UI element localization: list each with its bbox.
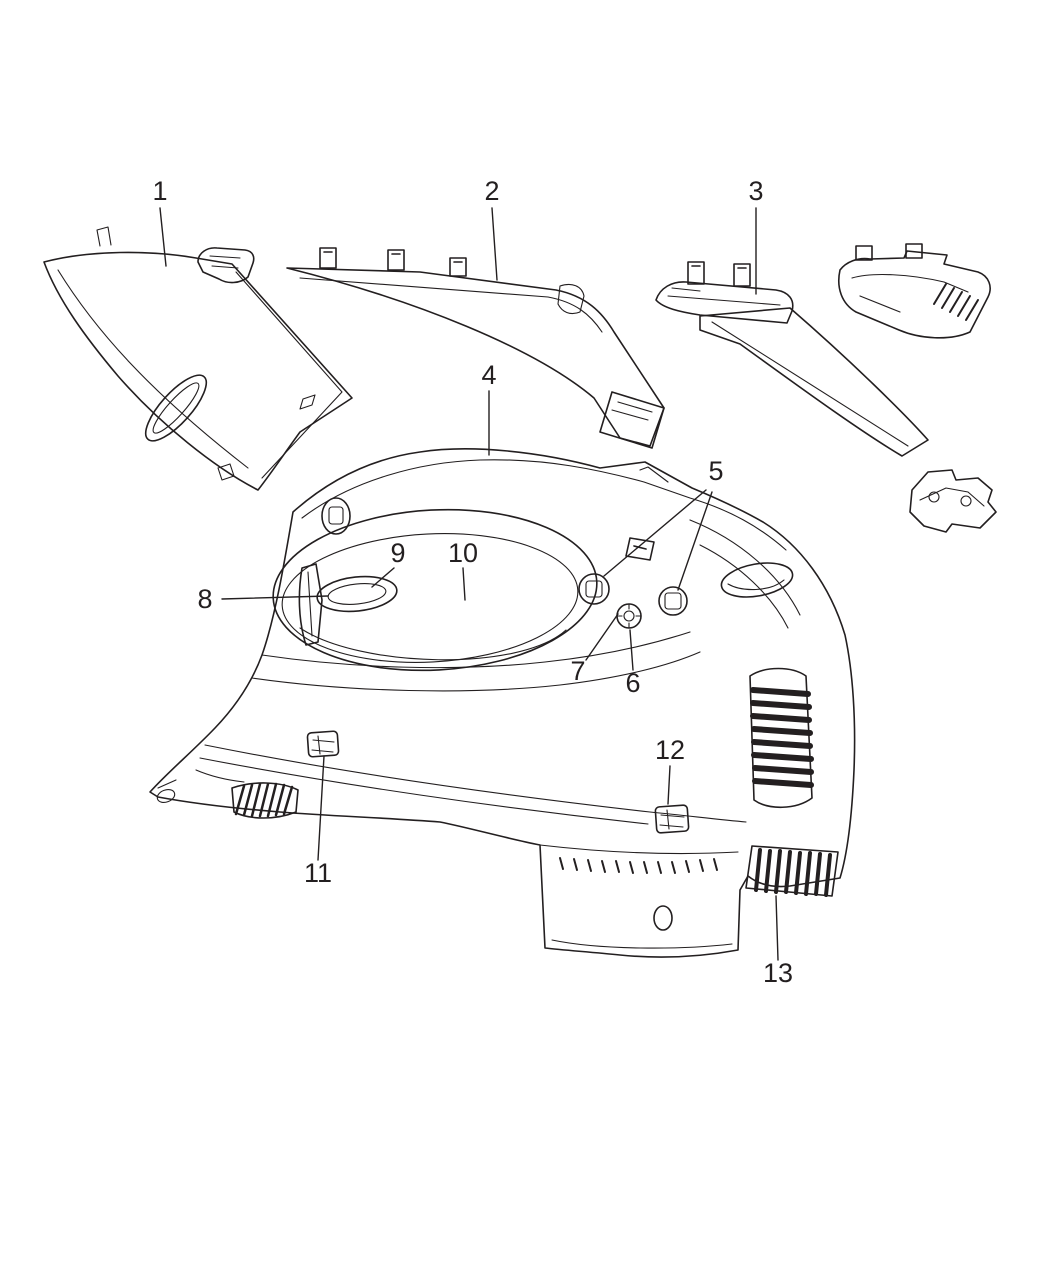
part-3-blade: [699, 307, 929, 457]
part-8-retainer-hook: [298, 563, 323, 646]
part-2-outline: [286, 267, 665, 447]
part-4-body-contours: [199, 631, 747, 855]
part-1-inner-edge: [57, 269, 249, 469]
callout-11-label: 11: [304, 858, 332, 888]
callout-4: 4: [481, 360, 497, 456]
callout-6-leader: [629, 629, 634, 671]
part-5-grommet-left: [578, 573, 610, 605]
callout-5: 5: [603, 456, 724, 591]
part-4-upper-clip: [321, 497, 351, 535]
small-bracket-detail: [919, 487, 985, 507]
part-1-bracket-slot: [209, 255, 241, 269]
part-1-fold-line: [235, 271, 343, 479]
part-2-pillar-trim-panel: [286, 247, 665, 449]
part-4-left-tip: [156, 769, 245, 803]
callout-3: 3: [748, 176, 764, 295]
part-1-top-tab: [96, 226, 112, 247]
part-4-lower-left-vent: [231, 782, 299, 819]
callout-1: 1: [152, 176, 168, 267]
part-3-clip-a: [687, 261, 705, 285]
callout-9: 9: [371, 538, 406, 588]
part-4-pocket-handle: [689, 519, 801, 629]
part-4-lower-flap: [551, 857, 733, 949]
small-mounting-bracket: [909, 469, 997, 533]
part-1-pillar-trim-panel: [43, 226, 353, 491]
callout-1-leader: [159, 207, 167, 267]
part-3-clip-b: [733, 263, 751, 287]
callout-8-label: 8: [197, 584, 212, 614]
part-4-quarter-trim-panel: [149, 448, 856, 958]
part-2-foot-detail: [611, 401, 653, 421]
part-3-blade-inner: [711, 321, 909, 447]
callout-11-leader: [317, 755, 325, 861]
part-2-tab: [557, 283, 585, 315]
bracket-clip-a: [855, 245, 873, 261]
part-2-clip-c: [449, 257, 467, 277]
part-4-top-inner-edge: [301, 459, 787, 551]
callout-13-leader: [775, 895, 779, 961]
small-bracket-outline: [909, 469, 997, 533]
part-4-outline: [149, 448, 856, 958]
part-11-retainer-clip: [306, 730, 340, 758]
callout-2-leader: [491, 207, 498, 281]
callout-3-label: 3: [748, 176, 763, 206]
part-12-retainer-clip: [654, 804, 690, 834]
callout-8-leader: [221, 595, 329, 600]
small-bracket-hole-a: [928, 491, 940, 503]
callouts: 1 2 3 4 5 6 7 8: [152, 176, 793, 988]
callout-13: 13: [763, 895, 793, 988]
part-6-screw-grommet: [616, 603, 642, 629]
part-9-bezel-oval: [316, 575, 398, 613]
part-2-inner-edge: [299, 277, 603, 333]
callout-12: 12: [655, 735, 685, 805]
callout-5-leader-b: [677, 491, 713, 591]
part-1-bracket: [197, 247, 255, 284]
part-1-lower-clip: [217, 394, 316, 481]
callout-7-leader: [585, 613, 619, 661]
callout-9-label: 9: [390, 538, 405, 568]
callout-12-leader: [667, 765, 671, 805]
callout-5-label: 5: [708, 456, 723, 486]
part-13-vent-strip: [745, 845, 839, 897]
callout-1-label: 1: [152, 176, 167, 206]
part-2-clip-a: [319, 247, 337, 269]
bracket-hatch: [933, 283, 979, 321]
part-8-retainer-detail: [307, 571, 313, 637]
part-5-clip-upper: [625, 537, 655, 561]
callout-11: 11: [304, 755, 332, 888]
part-5-grommet-right: [658, 586, 688, 616]
small-bracket-hole-b: [960, 495, 972, 507]
bracket-inner: [851, 273, 969, 313]
part-1-outline: [43, 251, 353, 491]
callout-12-label: 12: [655, 735, 685, 765]
part-3-bracket: [655, 281, 794, 324]
callout-8: 8: [197, 584, 329, 614]
callout-6-label: 6: [625, 668, 640, 698]
callout-6: 6: [625, 629, 641, 698]
part-3-bracket-detail: [667, 287, 781, 306]
part-1-mount-hole: [144, 374, 208, 442]
part-4-peak-detail: [639, 466, 669, 483]
callout-7-label: 7: [570, 656, 585, 686]
part-4-storage-oval: [272, 508, 598, 672]
part-2-clip-b: [387, 249, 405, 271]
part-4-side-vent-louvers: [749, 667, 814, 809]
callout-4-label: 4: [481, 360, 496, 390]
callout-7: 7: [570, 613, 619, 686]
upper-right-trim-bracket: [838, 243, 991, 339]
callout-2-label: 2: [484, 176, 499, 206]
callout-13-label: 13: [763, 958, 793, 988]
callout-2: 2: [484, 176, 500, 281]
bracket-outline: [838, 250, 991, 339]
callout-10-label: 10: [448, 538, 478, 568]
callout-10: 10: [448, 538, 478, 601]
part-3-pillar-trim-panel: [655, 261, 929, 457]
bracket-clip-b: [905, 243, 923, 259]
callout-10-leader: [462, 567, 466, 601]
callout-9-leader: [371, 567, 395, 588]
callout-5-leader-a: [603, 489, 707, 577]
part-2-foot: [599, 391, 665, 449]
